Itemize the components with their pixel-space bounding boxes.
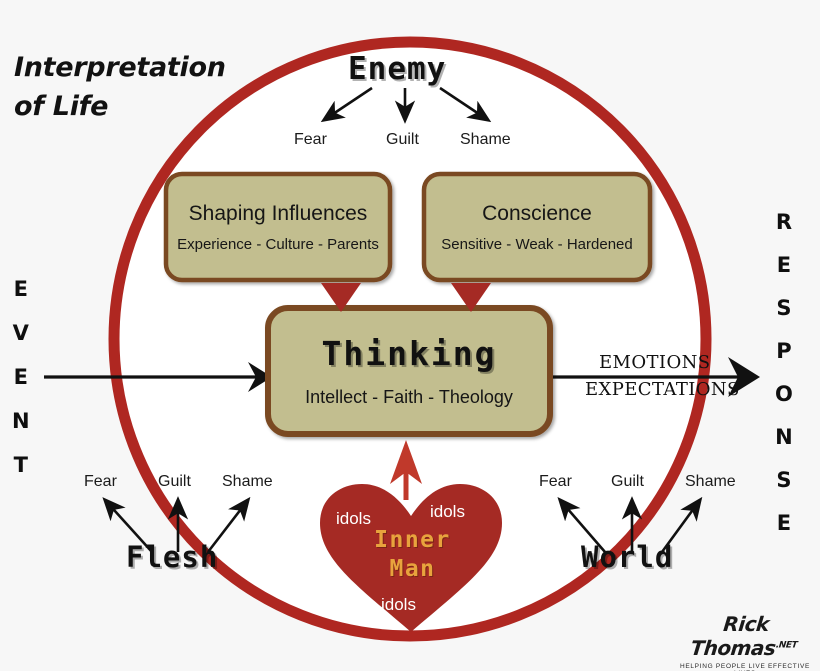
response-letter: P bbox=[776, 339, 792, 363]
event-letter: N bbox=[12, 409, 30, 433]
world-outcome-shame: Shame bbox=[685, 473, 736, 490]
response-letter: E bbox=[776, 511, 792, 535]
response-axis-label: R E S P O N S E bbox=[775, 212, 793, 556]
response-letter: O bbox=[775, 382, 793, 406]
flesh-arrows bbox=[102, 496, 251, 553]
event-letter: E bbox=[13, 277, 28, 301]
logo-name-text: Rick Thomas bbox=[689, 612, 777, 660]
page-title-line1: Interpretation bbox=[14, 52, 226, 83]
flesh-outcome-guilt: Guilt bbox=[158, 473, 191, 490]
event-axis-label: E V E N T bbox=[12, 279, 30, 499]
enemy-outcome-fear: Fear bbox=[294, 131, 327, 148]
red-circle-ring bbox=[108, 36, 712, 642]
flesh-heading: Flesh bbox=[126, 540, 219, 574]
event-letter: T bbox=[13, 453, 28, 477]
page-title: Interpretation of Life bbox=[14, 48, 226, 126]
inner-man-label: Inner Man bbox=[355, 526, 470, 584]
shaping-to-thinking-arrow bbox=[321, 283, 361, 312]
conscience-box bbox=[421, 171, 653, 283]
thinking-box bbox=[265, 305, 553, 437]
event-input-arrow bbox=[44, 362, 272, 392]
response-letter: R bbox=[775, 210, 793, 234]
shaping-influences-box bbox=[163, 171, 393, 283]
enemy-arrows bbox=[320, 86, 492, 124]
world-outcome-fear: Fear bbox=[539, 473, 572, 490]
heart-to-thinking-arrow bbox=[390, 440, 422, 500]
enemy-outcome-guilt: Guilt bbox=[386, 131, 419, 148]
inner-man-line1: Inner bbox=[374, 527, 451, 553]
emotions-label: EMOTIONS bbox=[599, 352, 711, 373]
heart-shape bbox=[320, 484, 502, 632]
conscience-to-thinking-arrow bbox=[451, 283, 491, 312]
flesh-outcome-fear: Fear bbox=[84, 473, 117, 490]
inner-man-line2: Man bbox=[389, 555, 436, 582]
page-title-line2: of Life bbox=[14, 91, 109, 123]
logo-tld: .NET bbox=[775, 640, 798, 651]
response-letter: S bbox=[776, 296, 792, 320]
expectations-label: EXPECTATIONS bbox=[585, 379, 740, 400]
world-arrows bbox=[557, 496, 703, 553]
world-heading: World bbox=[581, 540, 674, 574]
idols-label-right: idols bbox=[430, 502, 465, 521]
site-logo[interactable]: Rick Thomas.NET HELPING PEOPLE LIVE EFFE… bbox=[675, 612, 815, 671]
world-outcome-guilt: Guilt bbox=[611, 473, 644, 490]
response-letter: S bbox=[776, 468, 792, 492]
response-letter: E bbox=[776, 253, 792, 277]
logo-wordmark: Rick Thomas.NET bbox=[672, 612, 817, 660]
response-letter: N bbox=[775, 425, 793, 449]
event-letter: V bbox=[12, 321, 29, 345]
logo-tagline: HELPING PEOPLE LIVE EFFECTIVE LIVES bbox=[679, 663, 811, 671]
enemy-heading: Enemy bbox=[348, 51, 447, 87]
response-output-arrow bbox=[548, 357, 760, 397]
enemy-outcome-shame: Shame bbox=[460, 131, 511, 148]
event-letter: E bbox=[13, 365, 28, 389]
flesh-outcome-shame: Shame bbox=[222, 473, 273, 490]
idols-label-left: idols bbox=[336, 509, 371, 528]
idols-label-bottom: idols bbox=[381, 595, 416, 614]
